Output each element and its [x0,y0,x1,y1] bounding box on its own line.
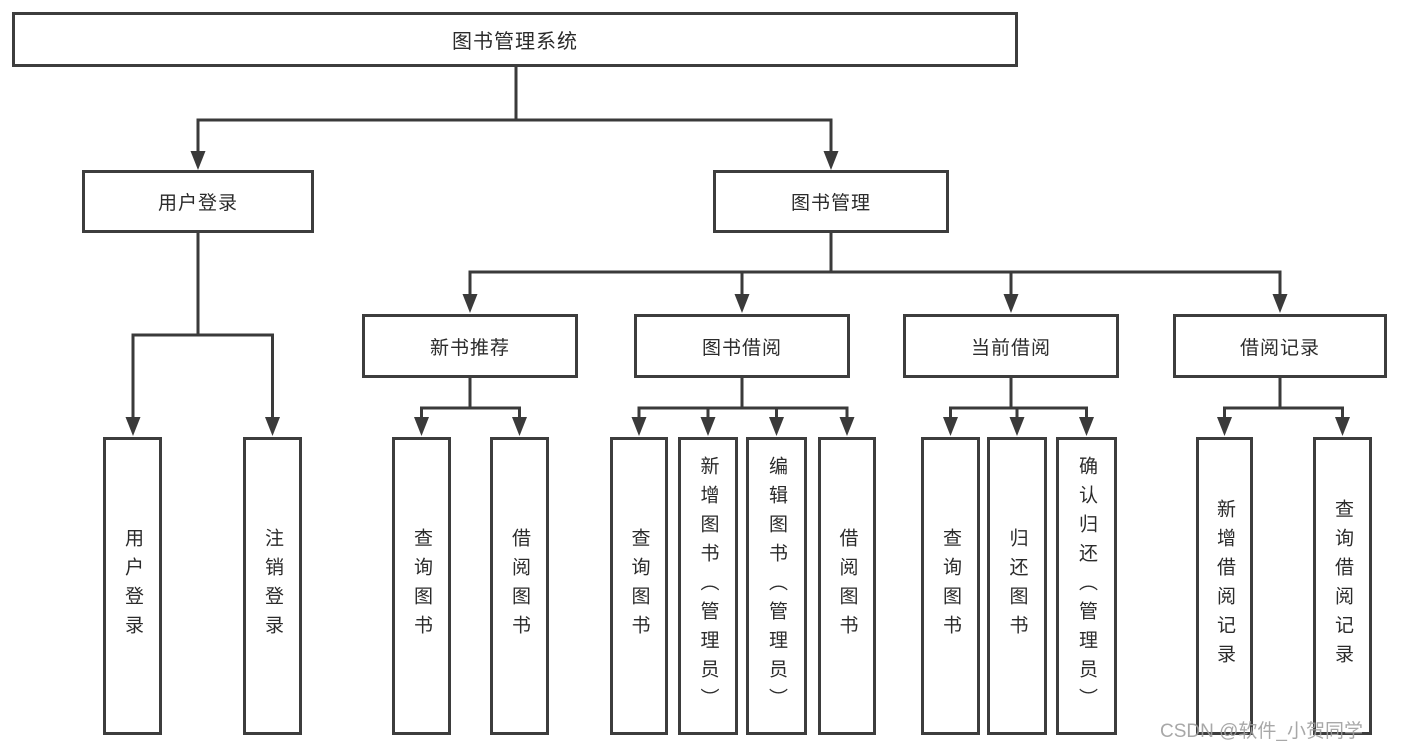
node-user-login: 用户登录 [82,170,314,233]
node-current-borrow: 当前借阅 [903,314,1119,378]
leaf-user-login-label: 用户登录 [122,528,143,644]
leaf-logout: 注销登录 [243,437,302,735]
leaf-newbooks-borrow: 借阅图书 [490,437,549,735]
leaf-current-query-label: 查询图书 [940,528,961,644]
leaf-borrow-edit-admin-label: 编辑图书（管理员） [766,455,787,717]
leaf-newbooks-query: 查询图书 [392,437,451,735]
leaf-newbooks-query-label: 查询图书 [411,528,432,644]
leaf-current-confirm-admin-label: 确认归还（管理员） [1076,455,1097,717]
node-root-label: 图书管理系统 [452,31,578,53]
leaf-current-return-label: 归还图书 [1006,528,1028,644]
node-user-login-label: 用户登录 [157,193,238,214]
node-book-borrow-label: 图书借阅 [701,337,782,359]
leaf-logout-label: 注销登录 [262,528,283,644]
leaf-newbooks-borrow-label: 借阅图书 [509,528,530,644]
leaf-records-add: 新增借阅记录 [1196,437,1253,735]
leaf-user-login: 用户登录 [103,437,162,735]
node-new-book-recommend-label: 新书推荐 [429,337,510,359]
leaf-borrow-add-admin: 新增图书（管理员） [678,437,738,735]
leaf-records-query: 查询借阅记录 [1313,437,1372,735]
node-book-management-label: 图书管理 [790,193,871,214]
leaf-borrow-query-label: 查询图书 [628,528,650,644]
leaf-current-confirm-admin: 确认归还（管理员） [1056,437,1117,735]
leaf-current-return: 归还图书 [987,437,1047,735]
leaf-current-query: 查询图书 [921,437,980,735]
leaf-borrow-book-label: 借阅图书 [836,528,858,644]
node-root: 图书管理系统 [12,12,1018,67]
leaf-borrow-add-admin-label: 新增图书（管理员） [697,455,719,717]
node-borrow-records-label: 借阅记录 [1239,337,1320,359]
leaf-borrow-query: 查询图书 [610,437,668,735]
node-current-borrow-label: 当前借阅 [970,337,1051,359]
node-book-management: 图书管理 [713,170,949,233]
node-borrow-records: 借阅记录 [1173,314,1387,378]
leaf-records-add-label: 新增借阅记录 [1214,499,1235,673]
leaf-borrow-book: 借阅图书 [818,437,876,735]
node-book-borrow: 图书借阅 [634,314,850,378]
leaf-records-query-label: 查询借阅记录 [1332,499,1353,673]
leaf-borrow-edit-admin: 编辑图书（管理员） [746,437,807,735]
csdn-watermark: CSDN @软件_小贺同学 [1160,721,1363,742]
node-new-book-recommend: 新书推荐 [362,314,578,378]
